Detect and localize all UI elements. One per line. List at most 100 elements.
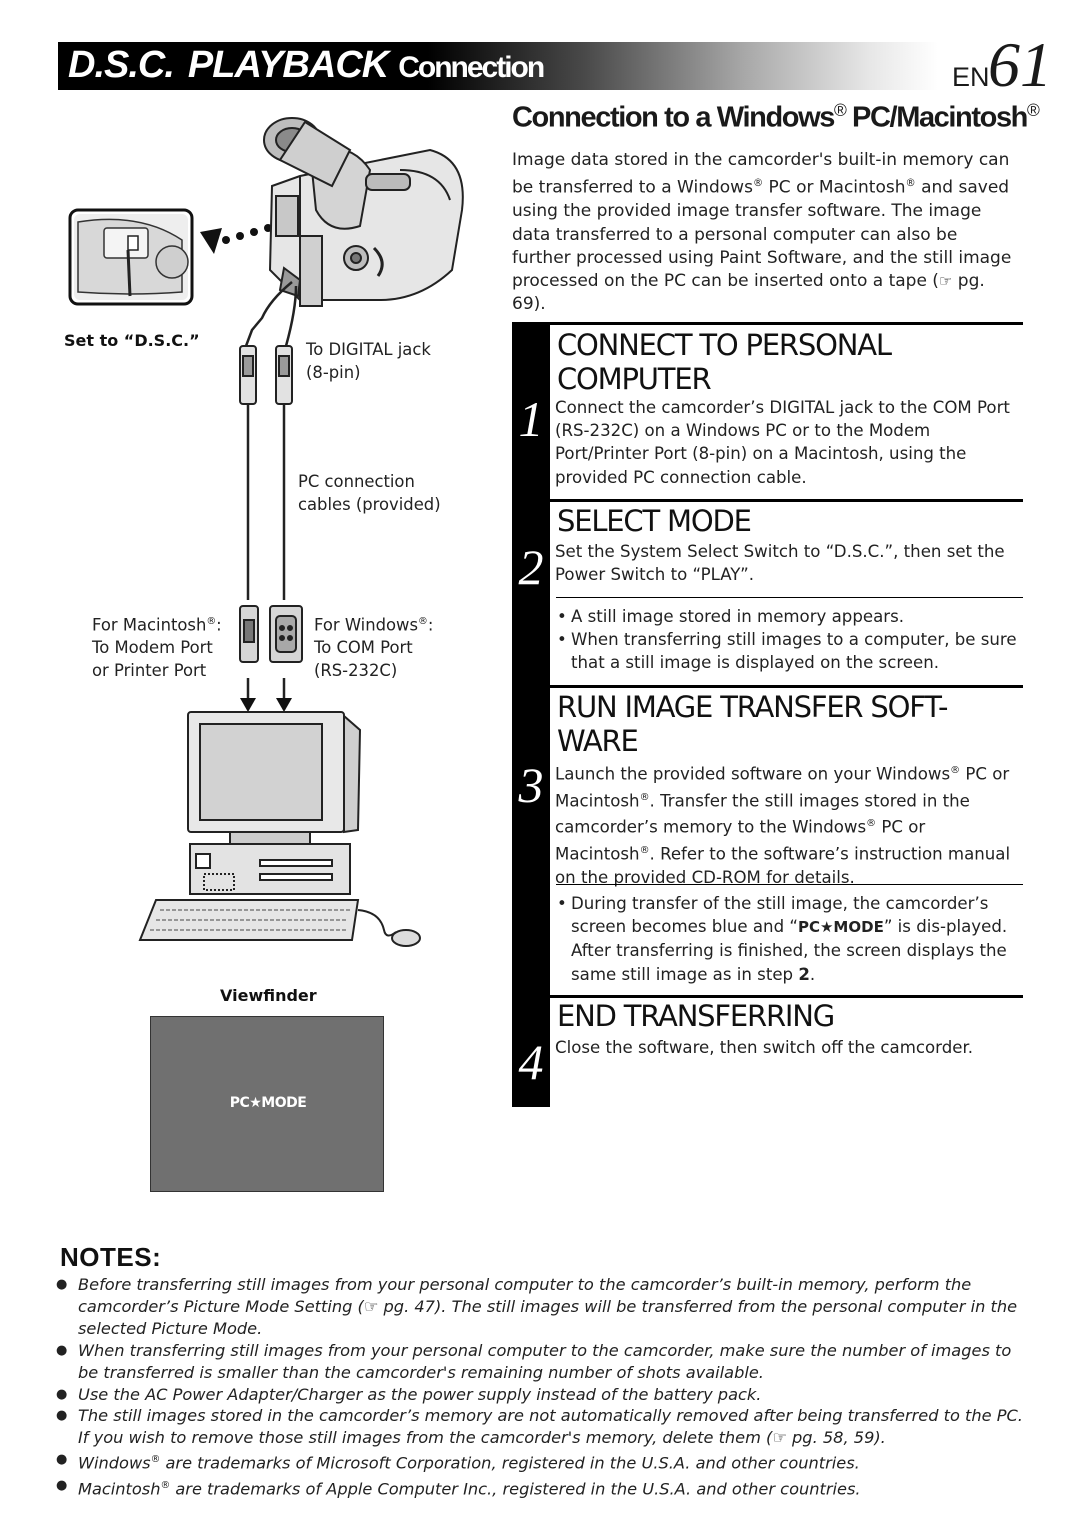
step-3-reg4: ® — [639, 845, 650, 857]
computer-plugs — [239, 605, 303, 663]
note-5-text-b: are trademarks of Microsoft Corporation,… — [160, 1453, 860, 1473]
pointer-dots — [200, 224, 272, 254]
switch-inset — [68, 208, 194, 306]
step-reference: 2 — [798, 964, 810, 984]
section-heading: Connection to a Windows® PC/Macintosh® — [512, 100, 1042, 135]
step-3-body: Launch the provided software on your Win… — [555, 759, 1025, 889]
step-3-bullet-1: During transfer of the still image, the … — [557, 892, 1023, 986]
macintosh-line3: or Printer Port — [92, 661, 207, 681]
windows-label: For Windows®: To COM Port (RS-232C) — [314, 610, 433, 682]
intro-reg1: ® — [752, 178, 764, 190]
step-4-number: 4 — [518, 1034, 544, 1090]
step-2-bullet-2: When transferring still images to a comp… — [557, 628, 1023, 674]
macintosh-line1: For Macintosh®: — [92, 610, 222, 636]
notes-list: Before transferring still images from yo… — [56, 1274, 1026, 1500]
step-3-body-text-4: PC or Macintosh — [555, 818, 926, 864]
windows-reg: ® — [418, 616, 428, 627]
pc-cables-line2: cables (provided) — [298, 495, 441, 514]
note-6: Macintosh® are trademarks of Apple Compu… — [56, 1475, 1026, 1500]
step-number-bar — [512, 322, 550, 1107]
digital-jack-line2: (8-pin) — [306, 363, 361, 382]
step-4-body: Close the software, then switch off the … — [555, 1038, 974, 1057]
language-label: EN — [952, 62, 990, 92]
step-2-rule — [550, 499, 1023, 502]
camcorder-drawing — [263, 117, 464, 307]
arrows-to-computer — [240, 698, 292, 712]
note-4-text-b: pg. 58, 59). — [786, 1428, 886, 1448]
step-3-body-text-1: Launch the provided software on your Win… — [555, 764, 951, 784]
pc-cables-line1: PC connection — [298, 472, 415, 491]
viewfinder-screen: PC★MODE — [150, 1016, 384, 1192]
step-3-body-text-5: . Refer to the software’s instruction ma… — [555, 844, 1011, 887]
viewfinder-pcmode-text: PC★MODE — [229, 1095, 307, 1111]
step-1-number: 1 — [518, 391, 544, 447]
note-6-reg: ® — [160, 1479, 171, 1491]
macintosh-line2: To Modem Port — [92, 638, 213, 658]
step-2-bullet-1: A still image stored in memory appears. — [557, 605, 1023, 628]
step-2-bullets: A still image stored in memory appears. … — [557, 605, 1023, 675]
macintosh-colon: : — [216, 615, 222, 635]
step-4-title: END TRANSFERRING — [557, 999, 835, 1033]
note-1: Before transferring still images from yo… — [56, 1274, 1026, 1340]
step-1-title: CONNECT TO PERSONAL COMPUTER — [557, 328, 892, 396]
windows-line3: (RS-232C) — [314, 661, 398, 681]
din-plugs — [239, 345, 293, 405]
page-reference-icon: ☞ — [938, 272, 953, 291]
step-3-title-line1: RUN IMAGE TRANSFER SOFT- — [557, 690, 949, 724]
section-heading-windows: Connection to a Windows — [512, 101, 835, 134]
digital-jack-label: To DIGITAL jack (8-pin) — [306, 338, 431, 384]
note-1-text-a: Before transferring still images from yo… — [78, 1275, 972, 1316]
step-3-reg3: ® — [866, 818, 877, 830]
note-1-text-b: pg. 47). The still images will be transf… — [78, 1296, 1018, 1338]
section-heading-reg1: ® — [833, 100, 847, 120]
step-2-number: 2 — [518, 539, 544, 595]
step-1-body: Connect the camcorder’s DIGITAL jack to … — [555, 398, 1010, 487]
pc-cables-label: PC connection cables (provided) — [298, 470, 441, 516]
windows-line2: To COM Port — [314, 638, 413, 658]
header-band — [58, 42, 938, 90]
step-3-reg1: ® — [950, 765, 961, 776]
step-3-sub-rule — [556, 884, 1023, 885]
note-2: When transferring still images from your… — [56, 1340, 1026, 1384]
windows-colon: : — [427, 615, 434, 635]
step-3-body-text-2: PC or Macintosh — [555, 764, 1010, 811]
intro-text-3: and saved using the provided image trans… — [512, 177, 1012, 292]
note-3: Use the AC Power Adapter/Charger as the … — [56, 1384, 1026, 1406]
step-1-rule — [550, 322, 1023, 325]
notes-title: NOTES: — [60, 1242, 162, 1272]
step-3-bullets: During transfer of the still image, the … — [557, 892, 1023, 986]
macintosh-label: For Macintosh®: To Modem Port or Printer… — [92, 610, 222, 682]
note-4-reference-icon: ☞ — [772, 1428, 787, 1448]
note-6-text-b: are trademarks of Apple Computer Inc., r… — [170, 1478, 861, 1498]
step-3-body-text-3: . Transfer the still images stored in th… — [555, 791, 970, 837]
section-heading-reg2: ® — [1027, 100, 1040, 120]
intro-text-1: Image data stored in the camcorder's bui… — [512, 150, 1010, 198]
step-2-title: SELECT MODE — [557, 504, 752, 538]
note-4: The still images stored in the camcorder… — [56, 1405, 1026, 1449]
step-3-bullet-text-2: ” is dis-played. After transferring is f… — [571, 917, 1008, 984]
set-to-dsc-label: Set to “D.S.C.” — [64, 331, 200, 350]
note-6-text-a: Macintosh — [78, 1478, 161, 1498]
note-1-reference-icon: ☞ — [363, 1296, 379, 1316]
note-5-reg: ® — [150, 1454, 161, 1466]
step-3-title: RUN IMAGE TRANSFER SOFT- WARE — [557, 690, 949, 758]
step-3-number: 3 — [518, 757, 544, 813]
step-3-title-line2: WARE — [557, 724, 639, 758]
step-3-rule — [550, 685, 1023, 688]
cables — [244, 281, 298, 706]
macintosh-name: For Macintosh — [92, 615, 207, 635]
step-3-reg2: ® — [639, 791, 650, 803]
windows-line1: For Windows®: — [314, 610, 433, 636]
note-5: Windows® are trademarks of Microsoft Cor… — [56, 1449, 1026, 1474]
section-heading-mac: PC/Macintosh — [845, 101, 1028, 134]
intro-reg2: ® — [905, 178, 916, 190]
step-3-bullet-text-3: . — [809, 964, 816, 984]
pcmode-indicator-text: PC★MODE — [797, 918, 884, 937]
viewfinder-label: Viewfinder — [220, 986, 317, 1005]
connection-illustration — [68, 117, 464, 947]
note-5-text-a: Windows — [78, 1453, 151, 1473]
step-4-rule — [550, 995, 1023, 998]
computer-drawing — [138, 711, 421, 947]
windows-name: For Windows — [314, 615, 418, 635]
note-4-text-a: The still images stored in the camcorder… — [78, 1406, 1023, 1448]
